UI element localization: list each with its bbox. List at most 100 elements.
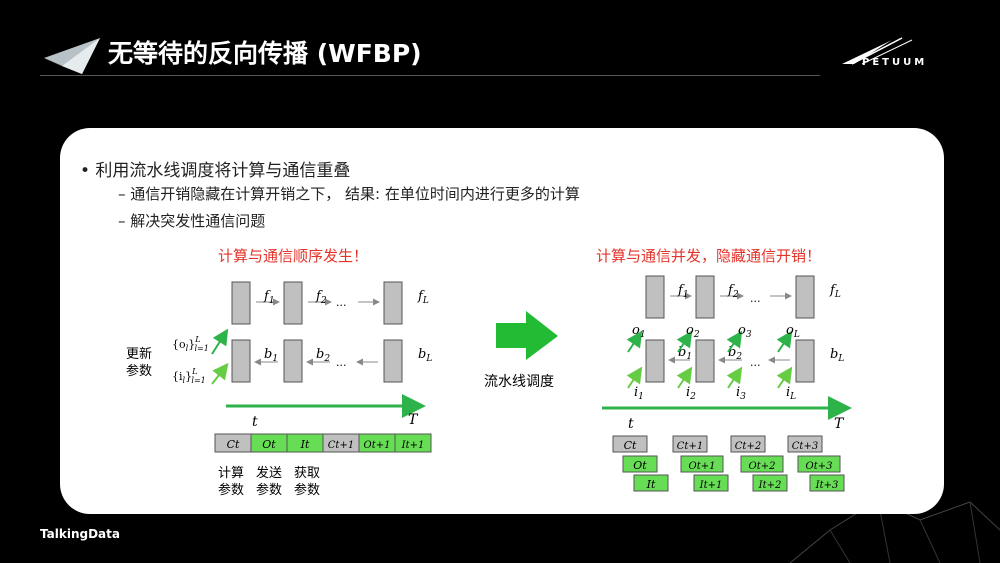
f-label-L: fL — [417, 289, 429, 306]
b-label-1: b1 — [264, 347, 278, 364]
ellipsis-top: ... — [750, 292, 761, 305]
right-heading: 计算与通信并发，隐藏通信开销！ — [596, 247, 822, 265]
bullet-main: • 利用流水线调度将计算与通信重叠 — [80, 161, 351, 181]
i-label: i1 — [634, 385, 644, 402]
timeline-cell — [693, 474, 729, 492]
phase-labels: 计算 发送 获取 参数 参数 参数 — [218, 465, 320, 498]
left-backward-layers — [231, 339, 403, 383]
bullet-sub-2: – 解决突发性通信问题 — [118, 212, 266, 230]
left-t-start: t — [252, 414, 258, 430]
left-heading: 计算与通信顺序发生！ — [218, 247, 369, 265]
timeline-label: Ot — [262, 438, 276, 451]
ellipsis-bottom: ... — [336, 356, 347, 369]
b-label-2: b2 — [728, 345, 742, 362]
timeline-label: It+3 — [815, 480, 839, 491]
timeline-label: Ct — [227, 438, 240, 451]
crystal-logo-icon — [44, 38, 100, 74]
timeline-cell — [752, 474, 788, 492]
right-forward-layers: f1 f2 fL ... — [645, 275, 841, 319]
right-timeline-send: Ot Ot+1 Ot+2 Ot+3 — [622, 455, 841, 473]
right-t-start: t — [628, 416, 634, 432]
timeline-label: It — [300, 438, 310, 451]
layer-box — [283, 281, 303, 325]
layer-box — [795, 275, 815, 319]
right-t-end: T — [834, 416, 845, 432]
layer-box — [231, 281, 251, 325]
phase-label: 计算 — [218, 466, 244, 481]
right-fetch-arrows — [626, 366, 793, 389]
layer-box — [645, 275, 665, 319]
right-timeline-fetch: It It+1 It+2 It+3 — [633, 474, 845, 492]
o-label: o2 — [686, 323, 700, 340]
left-t-end: T — [408, 412, 419, 428]
b-label-1: b1 — [678, 345, 692, 362]
i-label: i3 — [736, 385, 746, 402]
timeline-cell — [740, 455, 784, 473]
pipeline-arrow-icon — [496, 311, 558, 360]
phase-label: 获取 — [294, 466, 320, 481]
o-label: oL — [786, 323, 800, 340]
brand-name: PETUUM — [862, 57, 928, 68]
layer-box — [795, 339, 815, 383]
layer-box — [645, 339, 665, 383]
fetch-arrow — [211, 362, 229, 385]
f-label-2: f2 — [727, 283, 739, 300]
timeline-label: Ct+3 — [792, 441, 818, 452]
f-label-1: f1 — [263, 289, 275, 306]
layer-box — [231, 339, 251, 383]
send-arrow — [211, 328, 229, 355]
timeline-label: It+2 — [758, 480, 782, 491]
f-label-1: f1 — [677, 283, 689, 300]
timeline-label: Ot — [633, 459, 647, 472]
timeline-label: It+1 — [401, 440, 425, 451]
timeline-label: It+1 — [699, 480, 723, 491]
timeline-cell — [809, 474, 845, 492]
layer-box — [383, 339, 403, 383]
b-label-L: bL — [418, 347, 432, 364]
timeline-label: Ct+1 — [677, 441, 703, 452]
pipeline-label: 流水线调度 — [484, 374, 554, 390]
layer-box — [383, 281, 403, 325]
left-forward-layers — [231, 281, 403, 325]
timeline-cell — [672, 435, 708, 453]
right-send-arrows — [626, 330, 793, 353]
phase-label: 发送 — [256, 465, 282, 481]
timeline-cell — [797, 455, 841, 473]
timeline-cell — [394, 433, 432, 453]
ellipsis-top: ... — [336, 296, 347, 309]
i-label: i2 — [686, 385, 696, 402]
left-timeline: Ct Ot It Ct+1 Ot+1 It+1 — [214, 433, 432, 453]
title-divider — [40, 75, 820, 76]
phase-label: 参数 — [218, 482, 244, 498]
layer-box — [695, 339, 715, 383]
timeline-label: It — [646, 478, 656, 491]
timeline-label: Ct+2 — [735, 441, 761, 452]
footer-brand: TalkingData — [40, 527, 120, 541]
layer-box — [283, 339, 303, 383]
b-label-2: b2 — [316, 347, 330, 364]
right-backward-layers: b1 b2 bL ... — [645, 339, 844, 383]
right-o-labels: o1 o2 o3 oL — [632, 323, 800, 340]
right-timeline-compute: Ct Ct+1 Ct+2 Ct+3 — [612, 435, 823, 453]
timeline-cell — [612, 435, 648, 453]
timeline-label: Ot+3 — [806, 461, 833, 472]
update-label-1: 更新 — [126, 346, 152, 362]
timeline-cell — [633, 474, 669, 492]
slide-title: 无等待的反向传播 (WFBP) — [108, 39, 422, 68]
b-label-L: bL — [830, 347, 844, 364]
timeline-label: Ot+2 — [749, 461, 776, 472]
timeline-cell — [622, 455, 658, 473]
f-label-L: fL — [829, 283, 841, 300]
bullet-sub-1: – 通信开销隐藏在计算开销之下， 结果: 在单位时间内进行更多的计算 — [118, 185, 580, 203]
petuum-logo-icon — [842, 37, 913, 65]
timeline-cell — [787, 435, 823, 453]
timeline-cell — [680, 455, 724, 473]
timeline-label: Ot+1 — [689, 461, 716, 472]
phase-label: 参数 — [294, 482, 320, 498]
i-label: iL — [786, 385, 796, 402]
f-label-2: f2 — [315, 289, 327, 306]
